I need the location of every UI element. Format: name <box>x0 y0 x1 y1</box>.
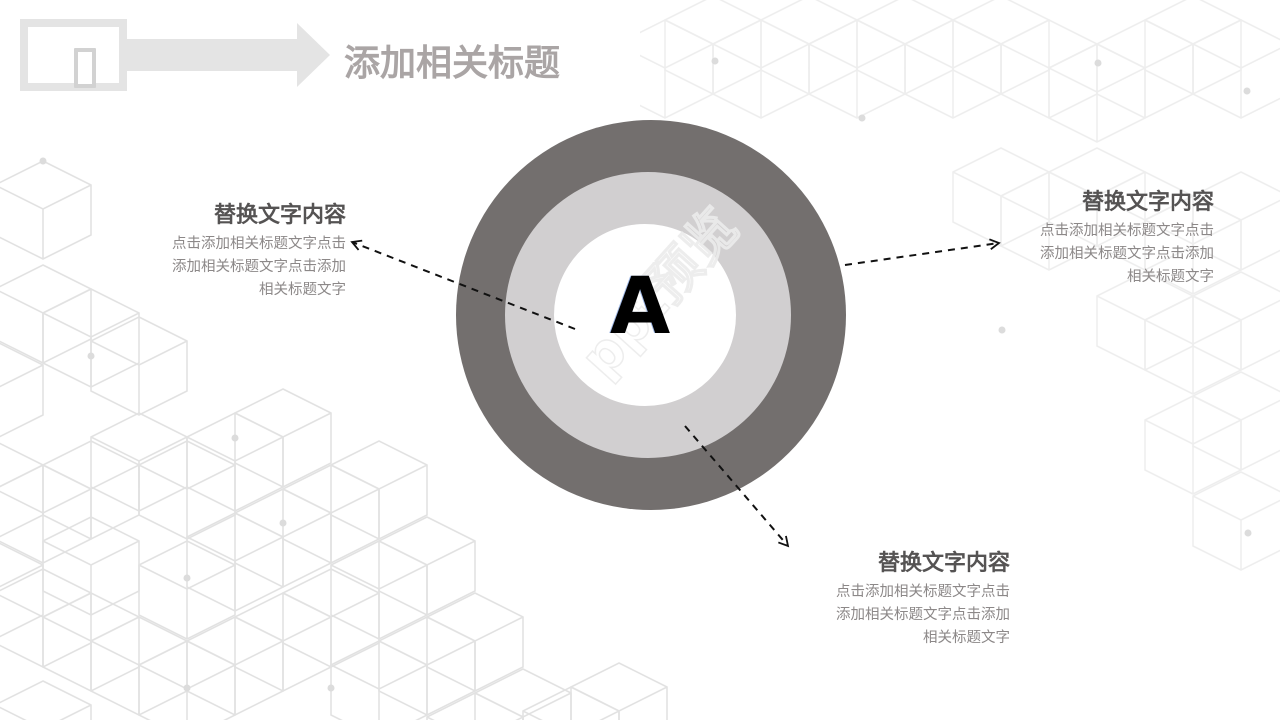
callout-body: 点击添加相关标题文字点击 添加相关标题文字点击添加 相关标题文字 <box>1018 220 1214 289</box>
callout-title: 替换文字内容 <box>877 551 1010 576</box>
callout-line: 点击添加相关标题文字点击 <box>1040 223 1214 239</box>
callout-line: 添加相关标题文字点击添加 <box>172 259 346 275</box>
callout-body: 点击添加相关标题文字点击 添加相关标题文字点击添加 相关标题文字 <box>814 581 1010 650</box>
callout-left: 替换文字内容 点击添加相关标题文字点击 添加相关标题文字点击添加 相关标题文字 <box>146 201 346 302</box>
callout-line: 添加相关标题文字点击添加 <box>1040 246 1214 262</box>
arrow-to-bottom-icon <box>684 425 790 548</box>
callout-title: 替换文字内容 <box>213 203 346 228</box>
callout-line: 添加相关标题文字点击添加 <box>836 607 1010 623</box>
callout-body: 点击添加相关标题文字点击 添加相关标题文字点击添加 相关标题文字 <box>150 233 346 302</box>
callout-line: 相关标题文字 <box>259 282 346 298</box>
inner-circle <box>554 224 736 406</box>
callout-right: 替换文字内容 点击添加相关标题文字点击 添加相关标题文字点击添加 相关标题文字 <box>1014 188 1214 289</box>
callout-line: 相关标题文字 <box>923 630 1010 646</box>
page-title: 添加相关标题 <box>344 43 561 84</box>
callout-title: 替换文字内容 <box>1081 190 1214 215</box>
center-letter: A <box>609 262 671 352</box>
callout-line: 点击添加相关标题文字点击 <box>172 236 346 252</box>
header-arrow-icon <box>127 23 330 87</box>
callout-line: 相关标题文字 <box>1127 269 1214 285</box>
arrow-to-right-icon <box>844 238 1001 266</box>
header-icon-box <box>20 19 127 91</box>
callout-bottom: 替换文字内容 点击添加相关标题文字点击 添加相关标题文字点击添加 相关标题文字 <box>810 549 1010 650</box>
missing-glyph-icon <box>74 48 96 88</box>
callout-line: 点击添加相关标题文字点击 <box>836 584 1010 600</box>
arrow-to-left-icon <box>350 239 576 330</box>
